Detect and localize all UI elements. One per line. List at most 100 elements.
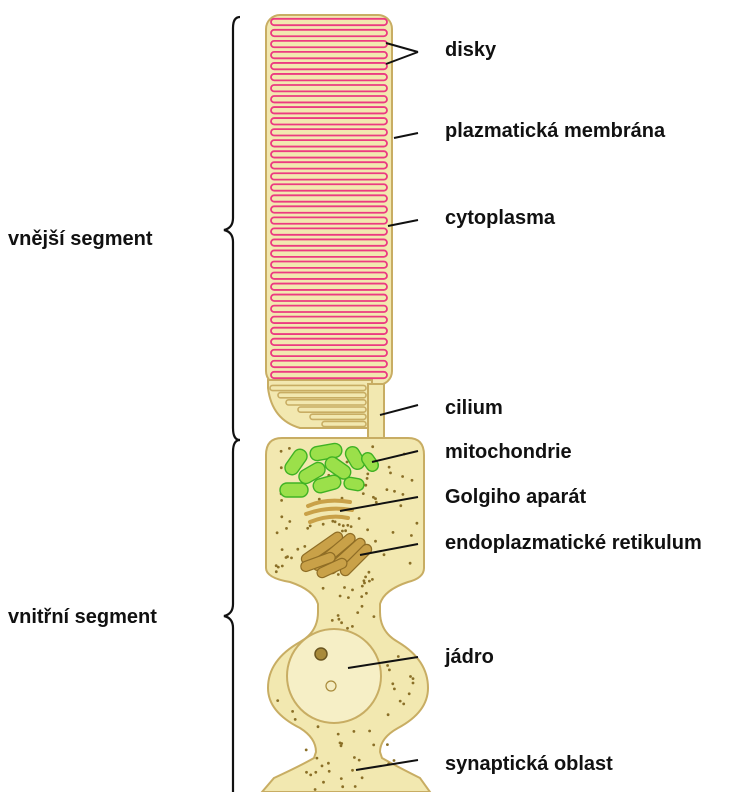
granule (314, 788, 317, 791)
granule (416, 522, 419, 525)
granule (331, 619, 334, 622)
granule (343, 586, 346, 589)
granule (372, 744, 375, 747)
granule (340, 777, 343, 780)
granule (322, 523, 325, 526)
granule (291, 710, 294, 713)
granule (321, 765, 324, 768)
granule (347, 596, 350, 599)
label-golgi: Golgiho aparát (445, 486, 586, 508)
label-plasma-membrane: plazmatická membrána (445, 120, 666, 142)
granule (358, 759, 361, 762)
granule (351, 589, 354, 592)
segment-braces (224, 17, 240, 792)
granule (392, 531, 395, 534)
granule (368, 580, 371, 583)
granule (375, 501, 378, 504)
granule (285, 556, 288, 559)
granule (340, 742, 343, 745)
granule (371, 578, 374, 581)
granule (296, 548, 299, 551)
granule (386, 664, 389, 667)
granule (409, 562, 412, 565)
granule (386, 743, 389, 746)
granule (276, 699, 279, 702)
granule (388, 466, 391, 469)
granule (309, 774, 312, 777)
label-disks: disky (445, 39, 497, 61)
granule (354, 785, 357, 788)
granule (366, 473, 369, 476)
granule (368, 571, 371, 574)
granule (338, 523, 341, 526)
granule (316, 757, 319, 760)
cilium-leader (380, 405, 418, 415)
granule (281, 548, 284, 551)
granule (327, 762, 330, 765)
granule (353, 730, 356, 733)
label-cytoplasm: cytoplasma (445, 207, 556, 229)
granule (388, 669, 391, 672)
inner-segment-brace (224, 440, 240, 792)
granule (374, 540, 377, 543)
granule (350, 525, 353, 528)
granule (341, 785, 344, 788)
granule (389, 472, 392, 475)
granule (322, 587, 325, 590)
granule (408, 692, 411, 695)
granule (322, 781, 325, 784)
granule (393, 688, 396, 691)
granule (383, 553, 386, 556)
granule (305, 749, 308, 752)
granule (402, 493, 405, 496)
granule (373, 615, 376, 618)
granule (386, 488, 389, 491)
granule (351, 625, 354, 628)
granule (342, 524, 345, 527)
granule (288, 447, 291, 450)
granule (372, 496, 375, 499)
granule (276, 531, 279, 534)
granule (409, 675, 412, 678)
granule (360, 595, 363, 598)
granule (334, 520, 337, 523)
label-outer-segment: vnější segment (8, 228, 153, 250)
granule (303, 545, 306, 548)
granule (341, 530, 344, 533)
granule (280, 466, 283, 469)
granule (412, 677, 415, 680)
granule (339, 595, 342, 598)
granule (280, 499, 283, 502)
granule (412, 682, 415, 685)
granule (294, 718, 297, 721)
membrane-leader (394, 133, 418, 138)
granule (401, 475, 404, 478)
granule (363, 579, 366, 582)
granule (281, 565, 284, 568)
nucleus-membrane (287, 629, 381, 723)
granule (344, 529, 347, 532)
granule (275, 570, 278, 573)
granule (411, 479, 414, 482)
granule (399, 700, 402, 703)
granule (393, 490, 396, 493)
granule (317, 725, 320, 728)
granule (305, 771, 308, 774)
granule (402, 703, 405, 706)
granule (290, 557, 293, 560)
granule (366, 477, 369, 480)
granule (361, 605, 364, 608)
granule (397, 655, 400, 658)
label-inner-segment: vnitřní segment (8, 606, 157, 628)
granule (353, 756, 356, 759)
granule (364, 576, 367, 579)
granule (280, 450, 283, 453)
granule (362, 492, 365, 495)
granule (285, 527, 288, 530)
granule (338, 618, 341, 621)
granule (306, 527, 309, 530)
granule (288, 520, 291, 523)
granule (275, 564, 278, 567)
granule (366, 528, 369, 531)
nucleolus (315, 648, 327, 660)
